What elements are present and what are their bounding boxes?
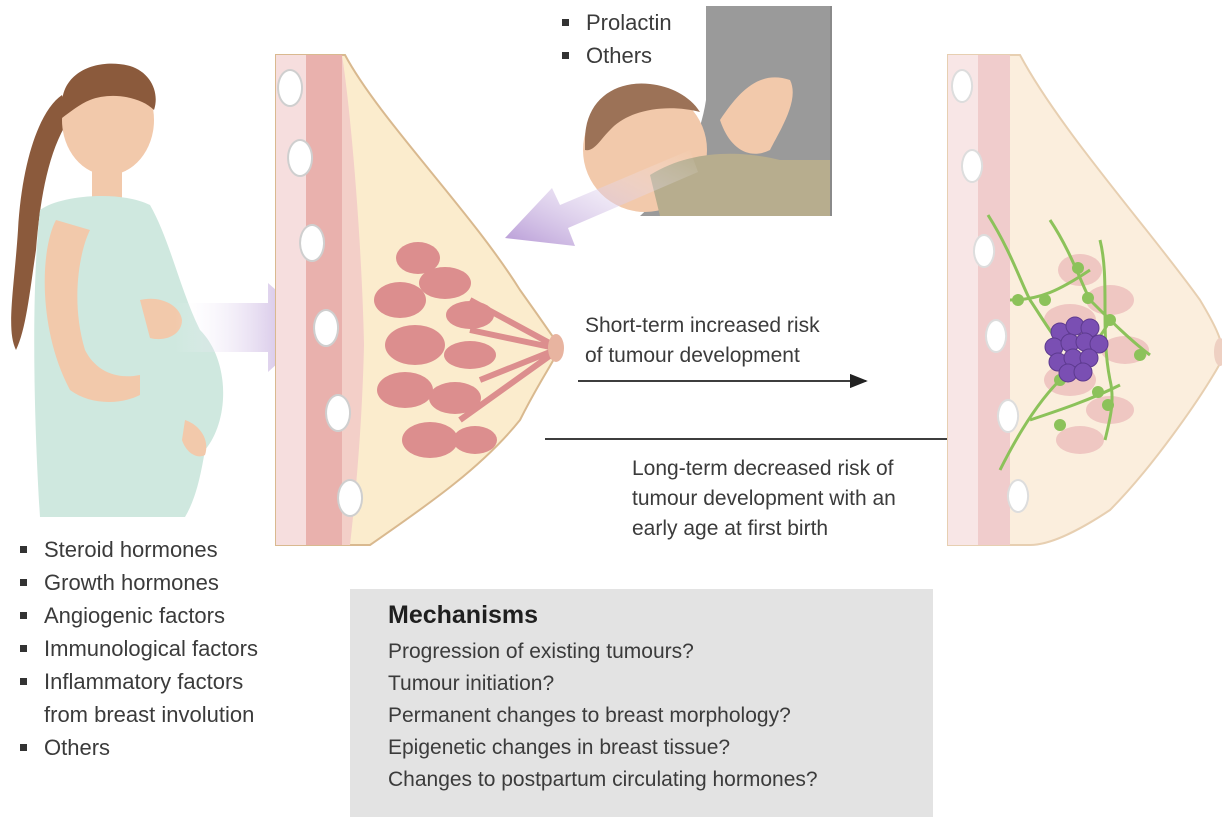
pregnancy-factor-item: Steroid hormones [18,533,258,566]
breast-cross-section-normal [276,55,564,545]
mechanism-item: Permanent changes to breast morphology? [388,700,933,732]
pregnancy-factor-item: Growth hormones [18,566,258,599]
pregnancy-factor-item: Inflammatory factors [18,665,258,698]
pregnancy-factor-item: Angiogenic factors [18,599,258,632]
long-term-risk-label: Long-term decreased risk of tumour devel… [632,454,896,544]
pregnancy-factor-item: Others [18,731,258,764]
pregnancy-factor-item: Immunological factors [18,632,258,665]
mechanism-item: Changes to postpartum circulating hormon… [388,764,933,796]
long-term-line: tumour development with an [632,484,896,514]
short-term-risk-label: Short-term increased risk of tumour deve… [585,311,820,371]
mechanisms-title: Mechanisms [388,601,933,630]
pregnant-woman-figure [11,64,223,517]
long-term-line: Long-term decreased risk of [632,454,896,484]
mechanisms-box: Mechanisms Progression of existing tumou… [350,589,933,817]
mechanism-item: Progression of existing tumours? [388,636,933,668]
pregnancy-factors-list: Steroid hormones Growth hormones Angioge… [18,533,258,764]
mechanism-item: Epigenetic changes in breast tissue? [388,732,933,764]
pregnancy-factor-continuation: from breast involution [18,698,258,731]
short-term-line: of tumour development [585,341,820,371]
lactation-factor-item: Others [560,39,672,72]
mechanism-item: Tumour initiation? [388,668,933,700]
mechanisms-list: Progression of existing tumours? Tumour … [388,636,933,796]
lactation-factor-item: Prolactin [560,6,672,39]
short-term-line: Short-term increased risk [585,311,820,341]
long-term-line: early age at first birth [632,514,896,544]
lactation-factors-list: Prolactin Others [560,6,672,72]
breast-cross-section-tumour [948,55,1222,545]
